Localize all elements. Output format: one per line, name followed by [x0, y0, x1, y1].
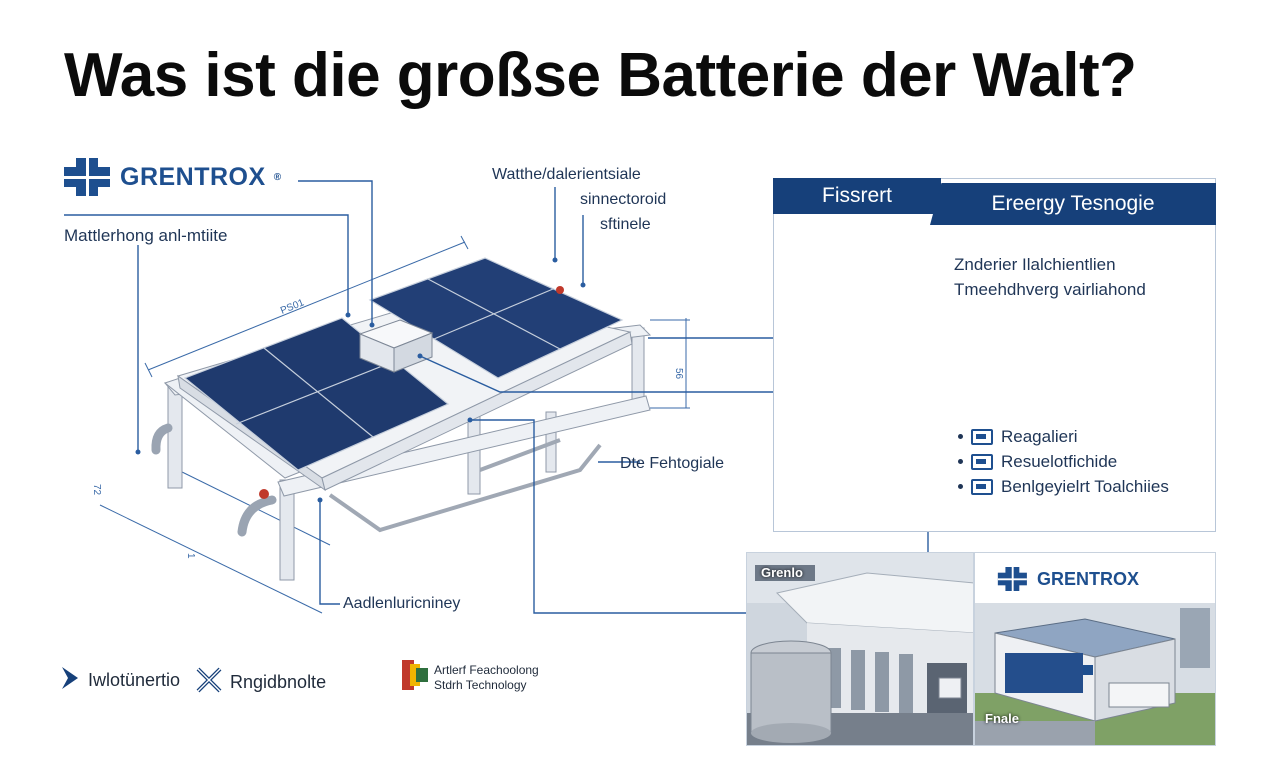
photo-left-caption: Grenlo: [761, 565, 803, 580]
tab-fissrert[interactable]: Fissrert: [773, 178, 941, 214]
monitor-icon: [971, 428, 993, 445]
photo-right-caption: Fnale: [985, 711, 1019, 726]
grentrox-logo-icon: [997, 567, 1029, 591]
label-watthe: Watthe/dalerientsiale: [492, 166, 641, 183]
chart-icon: [971, 478, 993, 495]
grid-icon: [971, 453, 993, 470]
legend-label: Reagalieri: [1001, 426, 1078, 446]
energy-technology-panel: [773, 178, 1216, 532]
arrow-logo-icon: [62, 667, 80, 694]
partner-logo-3: Artlerf Feachoolong Stdrh Technology: [402, 660, 539, 695]
inverter-box: [358, 319, 434, 373]
partner-logo-2: Rngidbnolte: [196, 667, 326, 698]
panel-legend: Reagalieri Resuelotfichide Benlgeyielrt …: [958, 424, 1169, 499]
label-sftinele: sftinele: [600, 216, 651, 233]
partner-logo-1: Iwlotünertio: [62, 667, 180, 694]
page-title: Was ist die großse Batterie der Walt?: [64, 41, 1137, 110]
brand-registered-mark: ®: [273, 171, 282, 183]
legend-item: Benlgeyielrt Toalchiies: [958, 474, 1169, 499]
legend-label: Resuelotfichide: [1001, 451, 1118, 471]
brand-logo: GRENTROX ®: [64, 158, 281, 196]
legend-item: Reagalieri: [958, 424, 1169, 449]
technology-logo-icon: [402, 660, 428, 695]
tab-energy-technology[interactable]: Ereergy Tesnogie: [930, 183, 1216, 225]
grentrox-logo-icon: [64, 158, 112, 196]
partner-3-line-1: Artlerf Feachoolong: [434, 662, 539, 677]
facility-photo-tank: Grenlo: [746, 552, 974, 746]
photo-brand-name: GRENTROX: [1037, 568, 1140, 589]
brand-name: GRENTROX: [120, 162, 266, 191]
facility-photo-building: GRENTROX Fnale: [974, 552, 1216, 746]
label-aadlenluricniney: Aadlenluricniney: [343, 595, 461, 612]
label-fehtogiale: Dte Fehtogiale: [620, 455, 725, 472]
partner-1-name: Iwlotünertio: [88, 670, 181, 690]
legend-item: Resuelotfichide: [958, 449, 1169, 474]
dimension-right-label: 56: [673, 368, 684, 380]
legend-label: Benlgeyielrt Toalchiies: [1001, 476, 1169, 496]
label-sinnectoroid: sinnectoroid: [580, 191, 667, 208]
dimension-top-label: PS01: [279, 297, 306, 317]
label-mattlerhong: Mattlerhong anl-mtiite: [64, 226, 228, 245]
partner-2-name: Rngidbnolte: [230, 672, 327, 692]
dimension-bottom-label: 1: [185, 553, 196, 559]
panel-desc-1: Znderier Ilalchientlien: [954, 255, 1116, 274]
panel-desc-2: Tmeehdhverg vairliahond: [954, 280, 1146, 299]
partner-3-line-2: Stdrh Technology: [434, 677, 527, 692]
dimension-left-label: 72: [91, 484, 102, 496]
photo-brand-logo: GRENTROX: [997, 567, 1139, 591]
cross-logo-icon: [196, 667, 222, 698]
